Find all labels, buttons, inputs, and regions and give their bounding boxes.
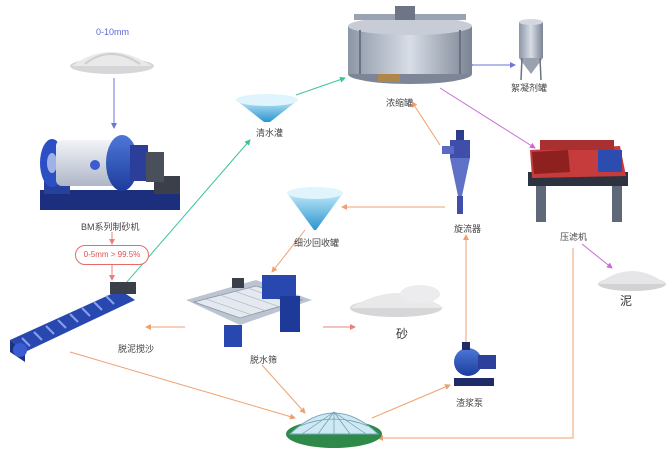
ball-mill — [40, 135, 180, 210]
dewatering-screen — [186, 275, 312, 347]
arrow-cyclone-to-thickener — [411, 101, 441, 146]
clear-water-tank — [236, 94, 298, 122]
flow-arrows — [69, 62, 613, 441]
ball-mill-label: BM系列制砂机 — [81, 222, 140, 232]
fine-sand-tank — [287, 187, 343, 230]
spiral-washer-label: 脱泥搅沙 — [118, 344, 155, 354]
arrow-washer-to-clearwater — [119, 139, 251, 291]
arrow-clearwater-to-thickener — [295, 76, 346, 96]
filter-press — [528, 140, 628, 222]
sand-label: 砂 — [396, 327, 409, 341]
input-size-label: 0-10mm — [96, 27, 130, 37]
arrow-screen-to-pool — [261, 364, 306, 414]
filter-press-label: 压滤机 — [560, 232, 588, 242]
sand-output-pile — [350, 285, 444, 317]
arrow-pool-to-pump — [371, 384, 451, 419]
settling-pool — [286, 411, 382, 448]
input-sand-pile — [70, 52, 154, 74]
arrow-filterpress-to-pool — [377, 248, 574, 441]
dewatering-screen-label: 脱水筛 — [250, 355, 278, 365]
hydrocyclone — [442, 130, 470, 214]
slurry-pump-label: 渣浆泵 — [456, 398, 484, 408]
clear-water-tank-label: 清水灌 — [256, 128, 284, 138]
size-spec-badge: 0-5mm > 99.5% — [75, 245, 149, 265]
arrow-thickener-to-filterpress — [439, 87, 536, 149]
fine-sand-tank-label: 细沙回收罐 — [294, 238, 340, 248]
arrow-filterpress-to-mud — [581, 243, 613, 269]
arrow-washer-to-pool — [69, 351, 296, 420]
thickener-label: 浓缩罐 — [386, 98, 414, 108]
flocculant-tank — [519, 19, 543, 81]
mud-label: 泥 — [620, 294, 633, 308]
slurry-pump — [454, 342, 496, 386]
flocculant-tank-label: 絮凝剂罐 — [511, 83, 548, 93]
mud-pile — [598, 271, 666, 291]
hydrocyclone-label: 旋流器 — [454, 224, 482, 234]
arrow-finesand-to-screen — [271, 229, 306, 273]
spiral-sand-washer — [10, 282, 136, 362]
thickener-tank — [348, 6, 472, 84]
